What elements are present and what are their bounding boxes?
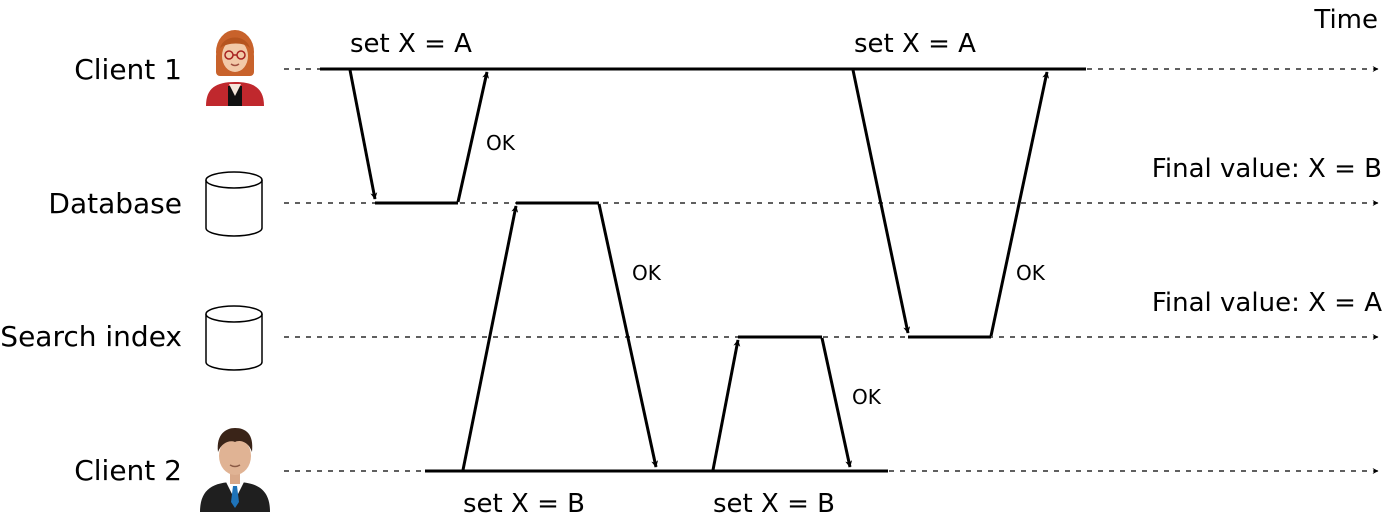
arrow-c2-to-db <box>461 205 519 471</box>
arrow-db-to-c2-ok <box>597 203 659 468</box>
lane-label-client1: Client 1 <box>74 53 182 86</box>
arrow-search-to-c2-ok <box>820 337 853 468</box>
time-axis-label: Time <box>1313 5 1378 35</box>
final-value-database: Final value: X = B <box>1152 154 1382 184</box>
lane-label-search-index: Search index <box>0 320 182 353</box>
request-label-c1-second: set X = A <box>854 29 976 59</box>
ack-label-search-to-c1: OK <box>1016 261 1046 285</box>
database-cylinder-icon <box>205 171 263 237</box>
ack-label-db-to-c1: OK <box>486 131 516 155</box>
ack-label-search-to-c2: OK <box>852 385 882 409</box>
lane-label-client2: Client 2 <box>74 454 182 487</box>
arrow-c2-to-search <box>711 339 741 471</box>
man-avatar-icon <box>200 428 270 512</box>
lane-label-database: Database <box>48 187 182 220</box>
search-index-cylinder-icon <box>205 305 263 371</box>
arrow-db-to-c1-ok <box>456 71 490 203</box>
woman-avatar-icon <box>206 30 264 106</box>
arrow-c1-to-db <box>348 69 378 200</box>
request-label-c2-second: set X = B <box>713 489 835 519</box>
arrow-search-to-c1-ok <box>989 71 1050 337</box>
arrow-c1-to-search <box>851 69 911 334</box>
request-label-c2-first: set X = B <box>463 489 585 519</box>
final-value-search-index: Final value: X = A <box>1152 288 1382 318</box>
request-label-c1-first: set X = A <box>350 29 472 59</box>
ack-label-db-to-c2: OK <box>632 261 662 285</box>
